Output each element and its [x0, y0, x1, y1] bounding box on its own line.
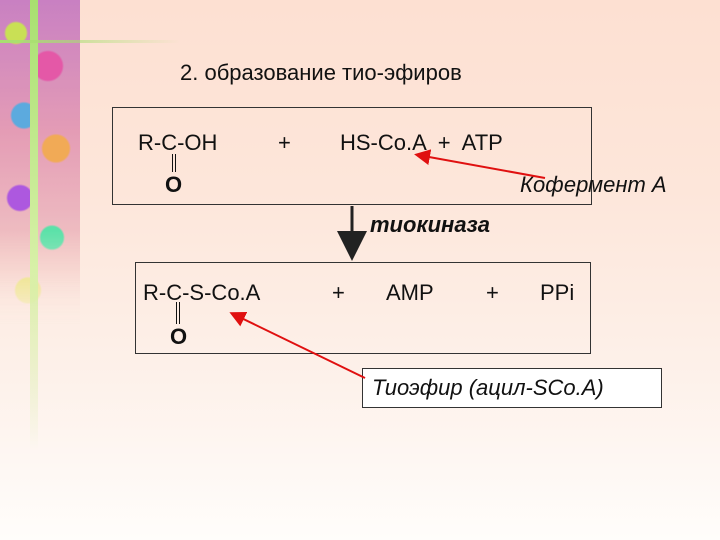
amp-formula: AMP: [386, 280, 434, 305]
coenzyme-pointer-arrow: [414, 149, 546, 179]
acid-oxygen: O: [165, 172, 183, 197]
coa-atp-formula: HS-Co.A + ATP: [340, 130, 503, 155]
decorative-vertical-line: [30, 0, 38, 450]
slide-title: 2. образование тио-эфиров: [180, 60, 462, 85]
product-formula: R-C-S-Co.A: [143, 280, 261, 305]
thioester-label: Тиоэфир (ацил-SCo.A): [372, 375, 604, 400]
coenzyme-label: Кофермент А: [520, 172, 667, 197]
reactants-box: [112, 107, 592, 205]
acid-formula: R-C-OH: [138, 130, 218, 155]
thioester-label-box: [362, 368, 662, 408]
product-oxygen: O: [170, 324, 188, 349]
decorative-strip: [0, 0, 80, 330]
plus-sign-top: +: [278, 130, 291, 155]
products-box: [135, 262, 591, 354]
decorative-horizontal-line: [0, 40, 180, 43]
product-double-bond: [176, 302, 180, 324]
thioester-pointer-arrow: [229, 312, 366, 379]
enzyme-label: тиокиназа: [370, 212, 491, 237]
plus-sign-bottom-2: +: [486, 280, 499, 305]
acid-double-bond: [172, 154, 176, 172]
plus-sign-bottom-1: +: [332, 280, 345, 305]
ppi-formula: PPi: [540, 280, 575, 305]
